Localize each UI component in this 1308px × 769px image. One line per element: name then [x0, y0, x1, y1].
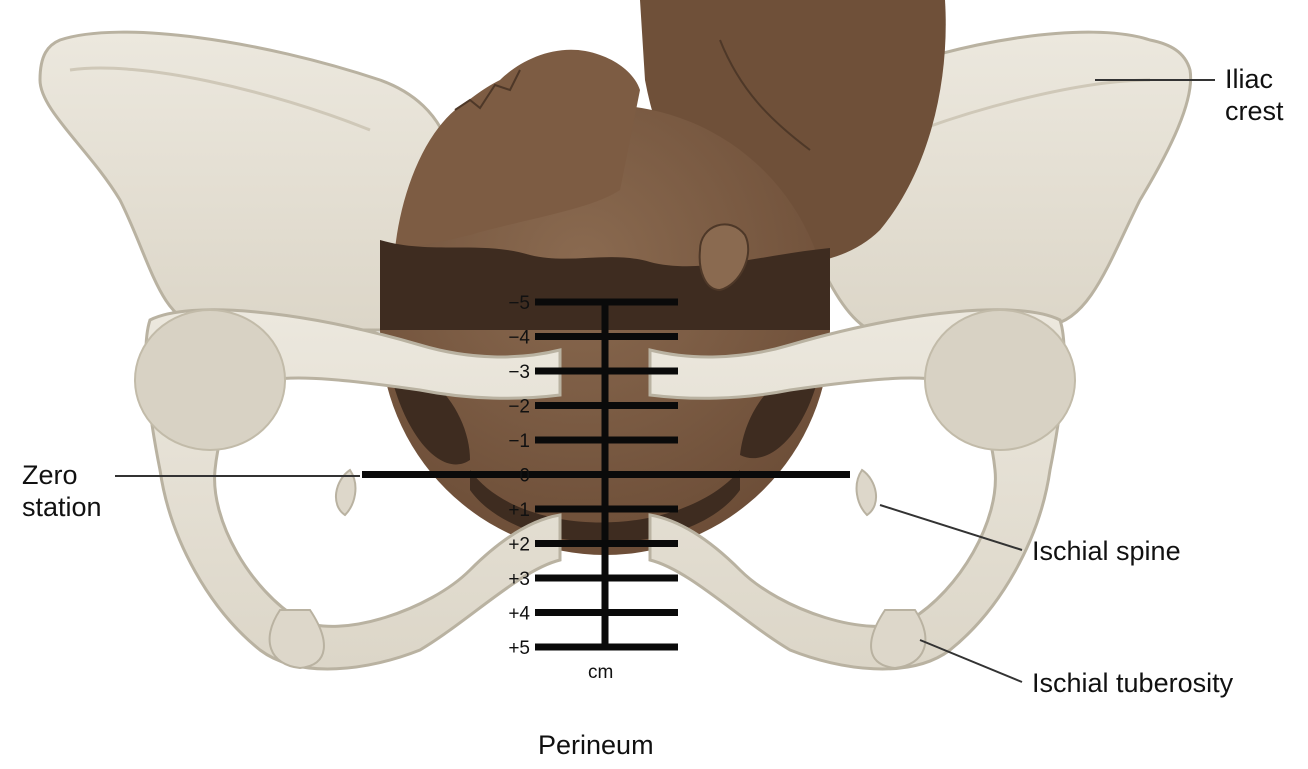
right-ischial-spine	[857, 470, 877, 515]
station-tick-label: −5	[508, 293, 530, 314]
scale-unit-label: cm	[588, 662, 613, 683]
left-ischial-tuberosity	[270, 610, 324, 668]
station-tick-label: +5	[508, 638, 530, 659]
station-tick-label: +2	[508, 535, 530, 556]
ischial-tuberosity-label: Ischial tuberosity	[1032, 668, 1234, 698]
right-ischial-tuberosity	[871, 610, 925, 668]
station-tick-label: −2	[508, 397, 530, 418]
zero-station-label-line1: Zero	[22, 460, 78, 490]
station-tick-label: −3	[508, 362, 530, 383]
ischial-tuberosity-leader	[920, 640, 1022, 682]
right-acetabulum	[925, 310, 1075, 450]
perineum-label: Perineum	[538, 730, 654, 760]
iliac-crest-label-line2: crest	[1225, 96, 1284, 126]
station-tick-label: −1	[508, 431, 530, 452]
zero-station-label-line2: station	[22, 492, 102, 522]
station-tick-label: +3	[508, 569, 530, 590]
station-tick-label: +1	[508, 500, 530, 521]
iliac-crest-label-line1: Iliac	[1225, 64, 1273, 94]
ischial-spine-label: Ischial spine	[1032, 536, 1181, 566]
station-tick-label: 0	[519, 466, 530, 487]
station-tick-label: +4	[508, 604, 530, 625]
station-tick-label: −4	[508, 328, 530, 349]
left-acetabulum	[135, 310, 285, 450]
